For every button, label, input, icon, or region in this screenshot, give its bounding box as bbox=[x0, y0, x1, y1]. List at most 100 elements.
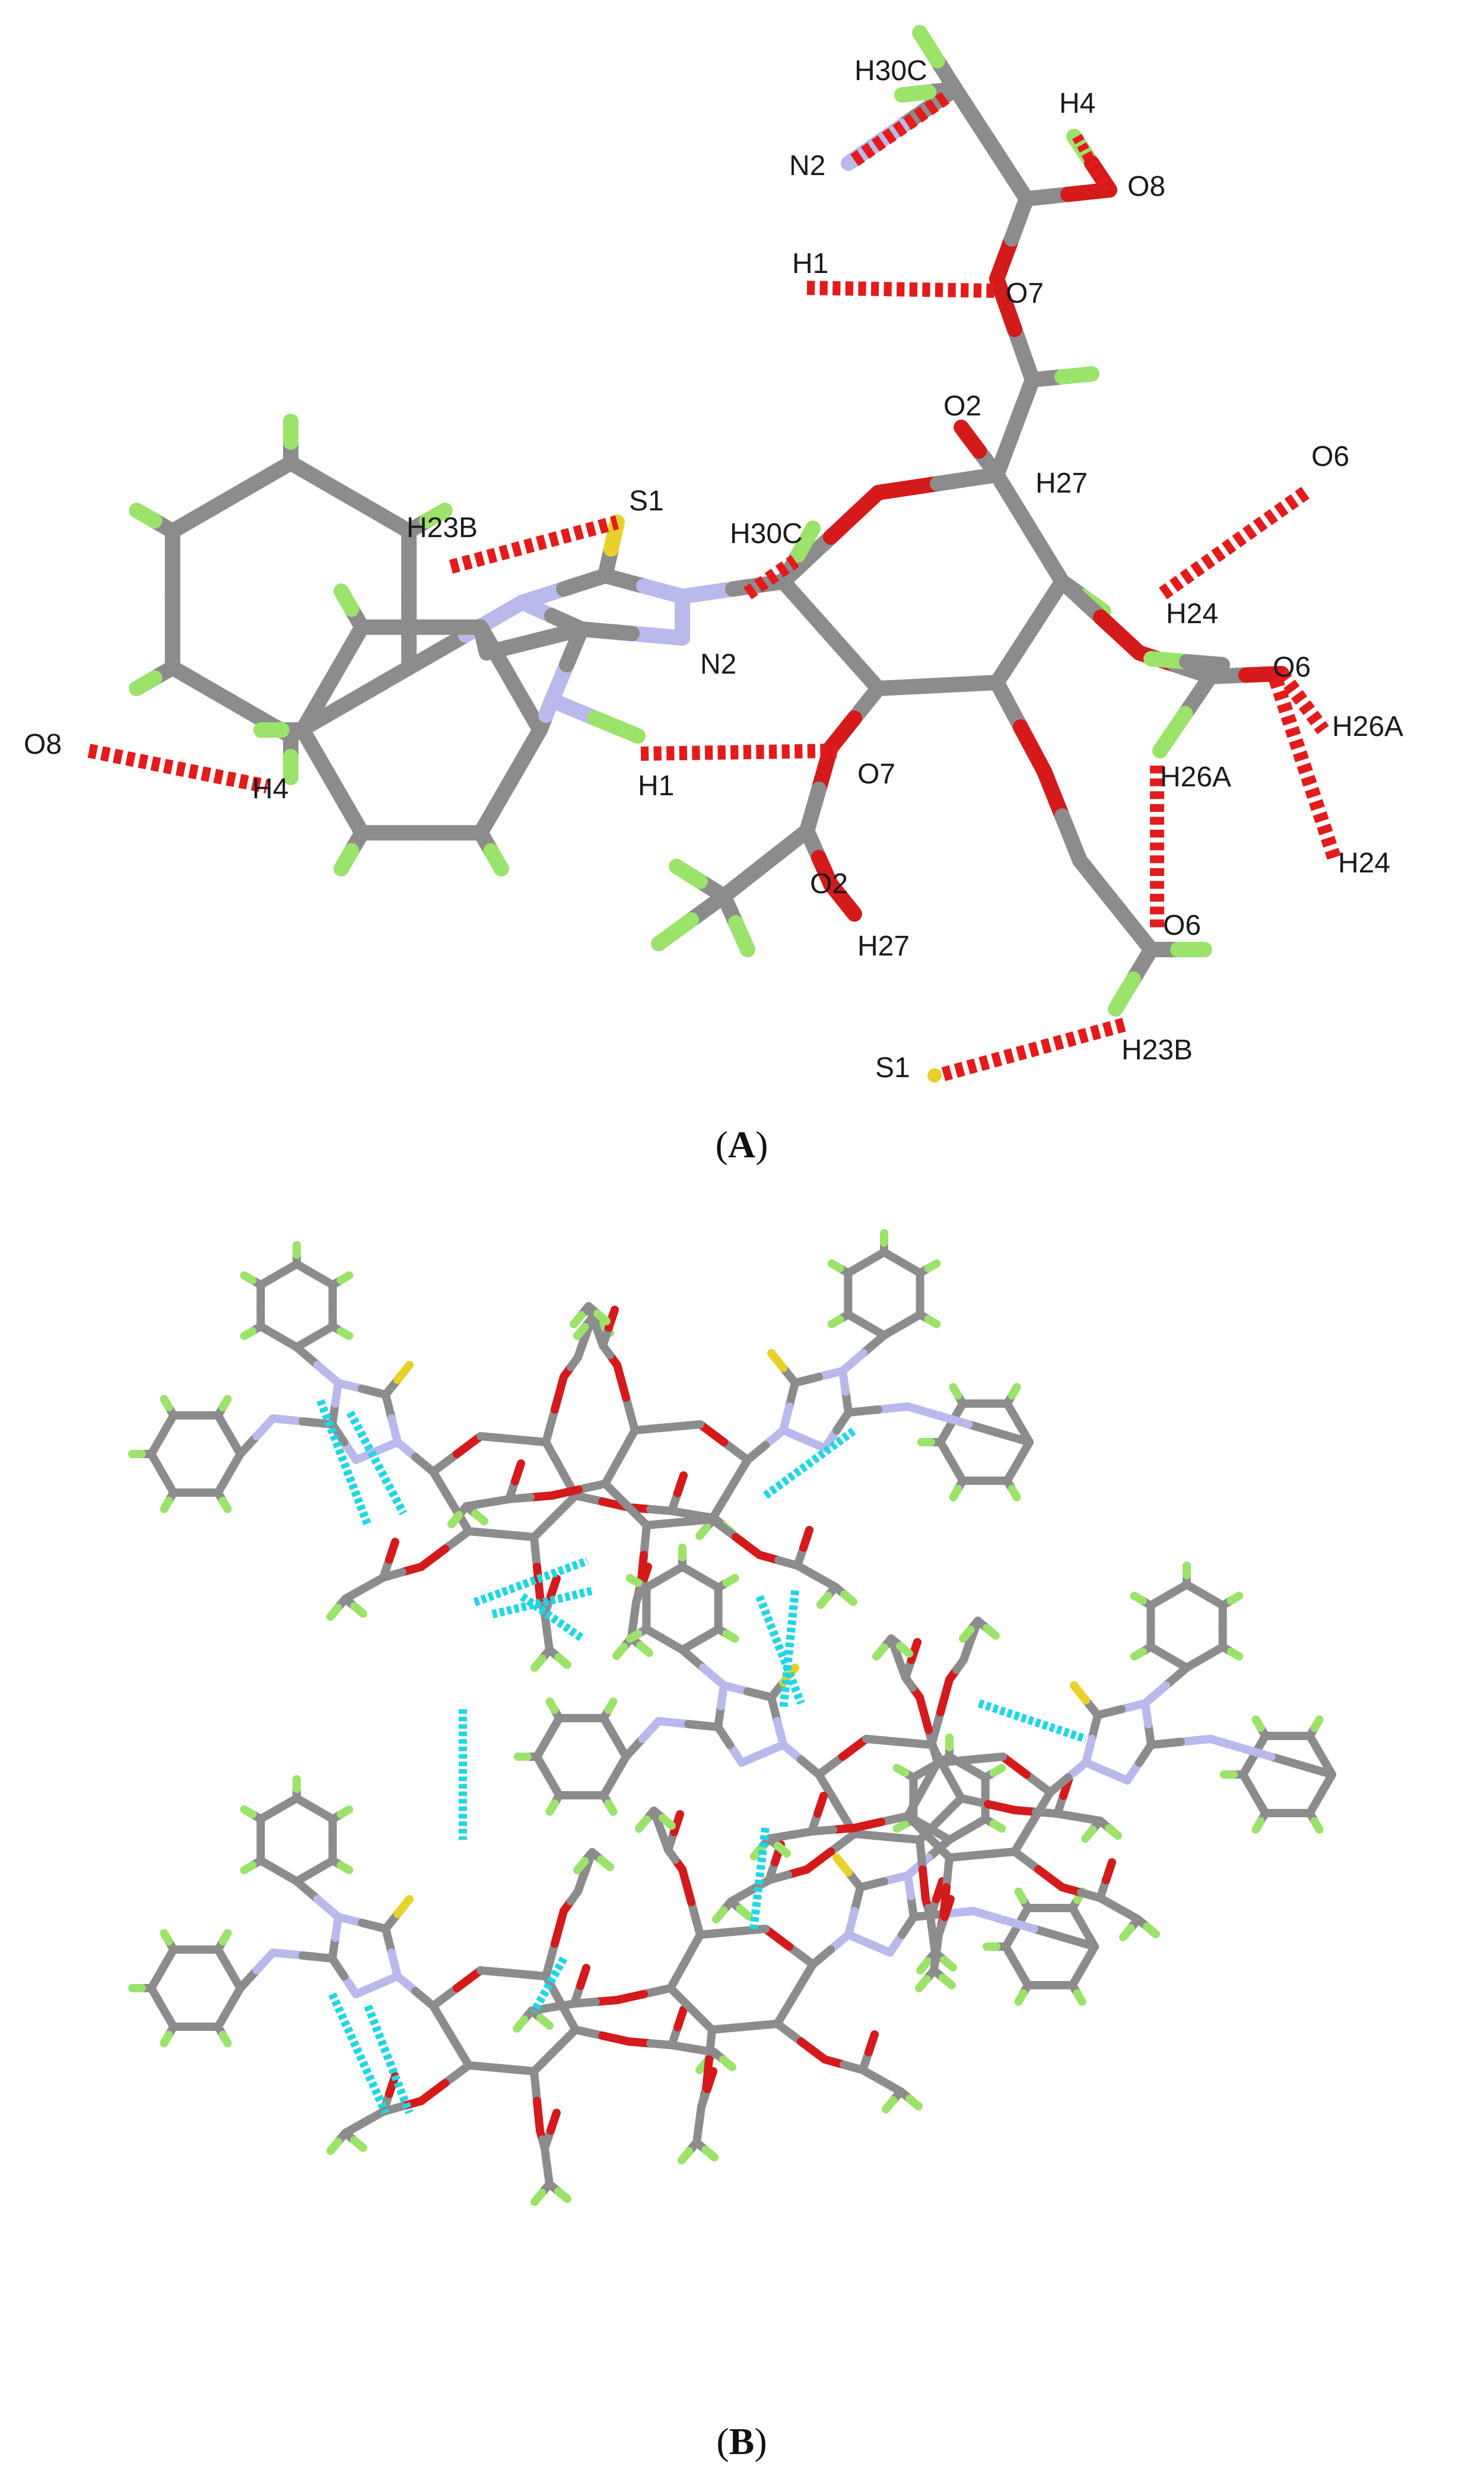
label-s1-bottom: S1 bbox=[875, 1052, 910, 1084]
c-h-bond bbox=[160, 1395, 173, 1412]
bond bbox=[542, 1939, 559, 1980]
c-h-bond bbox=[1014, 1989, 1028, 2006]
cyan-contact-2 bbox=[473, 1557, 589, 1607]
bond bbox=[815, 1770, 841, 1808]
bond bbox=[326, 2138, 342, 2155]
bond bbox=[654, 1717, 692, 1728]
bond bbox=[1022, 574, 1070, 640]
ring-bond bbox=[325, 773, 370, 841]
bond bbox=[666, 1957, 689, 1992]
bond bbox=[797, 2037, 829, 2064]
bond bbox=[593, 1309, 611, 1325]
panel-b-contacts bbox=[316, 1399, 1088, 2115]
label-h27-bottom: H27 bbox=[857, 931, 910, 962]
bond bbox=[678, 1865, 695, 1906]
bond bbox=[732, 1533, 764, 1559]
bond bbox=[471, 1509, 488, 1525]
bond bbox=[912, 25, 945, 69]
c-h-bond bbox=[129, 670, 163, 696]
c-h-bond bbox=[240, 1327, 257, 1340]
bond bbox=[417, 1545, 449, 1571]
bond bbox=[1022, 1770, 1054, 1796]
bond bbox=[687, 1898, 704, 1939]
bond bbox=[350, 1602, 367, 1618]
bond bbox=[803, 1848, 835, 1874]
bond bbox=[712, 1906, 728, 1923]
contact-s1-h23b bbox=[941, 1017, 1130, 1081]
label-h1-mid: H1 bbox=[638, 770, 674, 802]
bond bbox=[551, 2026, 580, 2055]
bond bbox=[612, 1643, 628, 1660]
bond bbox=[479, 633, 542, 661]
bond bbox=[1108, 972, 1141, 1017]
bond bbox=[823, 485, 886, 545]
c-h-bond bbox=[892, 1820, 910, 1833]
bond bbox=[1007, 322, 1040, 388]
bond bbox=[530, 1655, 546, 1672]
c-h-bond bbox=[419, 503, 453, 529]
c-h-bond bbox=[1310, 1817, 1324, 1834]
bond bbox=[385, 1538, 399, 1564]
c-h-bond bbox=[1014, 1887, 1028, 1904]
bond bbox=[393, 1895, 414, 1918]
bond bbox=[678, 1646, 707, 1672]
bond bbox=[530, 2067, 541, 2105]
bond bbox=[862, 1735, 903, 1746]
bond bbox=[313, 1895, 342, 1921]
bond bbox=[999, 1753, 1031, 1779]
panel-b-bonds bbox=[128, 1229, 1336, 2206]
bond bbox=[453, 1432, 485, 1458]
bond bbox=[948, 81, 999, 152]
bond bbox=[1152, 706, 1193, 758]
bond bbox=[696, 1420, 728, 1446]
bond bbox=[823, 627, 886, 696]
c-h-bond bbox=[625, 1574, 643, 1587]
label-h27-top: H27 bbox=[1035, 468, 1088, 499]
bond bbox=[1119, 1924, 1135, 1941]
bond bbox=[546, 2109, 561, 2135]
bond bbox=[1179, 654, 1230, 672]
label-n2-top: N2 bbox=[789, 150, 825, 182]
bond bbox=[636, 1641, 653, 1657]
c-h-bond bbox=[336, 1805, 354, 1818]
c-h-bond bbox=[240, 1805, 257, 1818]
bond bbox=[989, 624, 1037, 690]
c-h-bond bbox=[240, 1861, 257, 1874]
bond bbox=[1010, 1818, 1037, 1856]
bond bbox=[1054, 808, 1088, 868]
bond bbox=[598, 2031, 633, 2046]
cyan-contact-11 bbox=[328, 1992, 390, 2115]
ring-bond bbox=[164, 660, 240, 710]
c-h-bond bbox=[722, 1630, 739, 1643]
bond bbox=[313, 1361, 342, 1387]
bond bbox=[393, 1361, 414, 1384]
c-h-bond bbox=[1130, 1648, 1147, 1661]
c-h-bond bbox=[1310, 1715, 1324, 1732]
bond bbox=[717, 1681, 728, 1710]
ring-bond bbox=[473, 773, 518, 841]
bond bbox=[429, 1984, 461, 2010]
bond bbox=[726, 1456, 752, 1494]
bond bbox=[401, 627, 474, 675]
bond bbox=[904, 1871, 915, 1900]
bond bbox=[1206, 1735, 1276, 1761]
c-h-bond bbox=[336, 1861, 354, 1874]
c-h-bond bbox=[924, 1259, 941, 1272]
label-h26a-right: H26A bbox=[1332, 711, 1403, 742]
contact-h24-o6 bbox=[1159, 487, 1310, 599]
bond bbox=[924, 1726, 942, 1767]
bond bbox=[838, 1735, 870, 1761]
bond bbox=[936, 1675, 954, 1716]
bond bbox=[932, 1877, 946, 1903]
bond bbox=[675, 581, 741, 604]
bond bbox=[844, 1405, 882, 1417]
bond bbox=[576, 1964, 590, 1990]
s1-atom bbox=[927, 1068, 942, 1083]
bond bbox=[1081, 1826, 1097, 1843]
bond bbox=[969, 1907, 1038, 1933]
label-o7-mid: O7 bbox=[857, 758, 895, 790]
bond bbox=[872, 1643, 888, 1661]
c-h-bond bbox=[949, 1484, 962, 1502]
c-h-bond bbox=[949, 1383, 962, 1400]
label-h24-mid: H24 bbox=[1166, 598, 1218, 630]
